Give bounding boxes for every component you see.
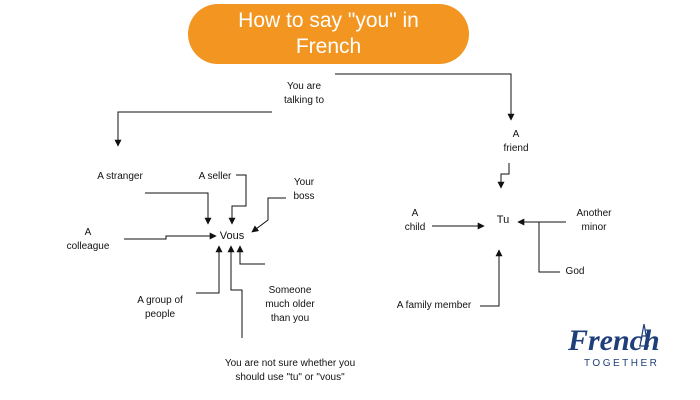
arrow-god-to-tu [538, 222, 560, 273]
group-line-2: people [144, 309, 176, 320]
boss-line-1: Your [293, 177, 315, 188]
tu-hub: Tu [496, 214, 510, 226]
child-line-2: child [404, 222, 426, 233]
arrow-stranger-to-vous [145, 192, 212, 225]
minor-line-1: Another [576, 208, 612, 219]
title-line-2: French [295, 35, 362, 58]
node-stranger: A stranger [97, 171, 143, 182]
title-banner: How to say "you" in French [188, 4, 469, 64]
arrow-older-to-vous [236, 245, 265, 265]
arrow-friend-to-tu [497, 163, 510, 189]
boss-line-2: boss [293, 191, 315, 202]
node-boss: Your boss [284, 176, 324, 204]
child-line-1: A [411, 208, 419, 219]
root-line-1: You are [286, 81, 322, 92]
eiffel-tower-icon [639, 323, 649, 347]
arrow-colleague-to-vous [124, 232, 217, 240]
arrow-group-to-vous [196, 245, 223, 294]
unsure-line-2: should use "tu" or "vous" [235, 372, 345, 383]
friend-line-1: A [512, 129, 520, 140]
vous-hub: Vous [219, 230, 245, 242]
older-line-2: much older [265, 299, 315, 310]
node-friend: A friend [496, 128, 536, 156]
arrow-root-to-vous-branch [114, 111, 272, 147]
logo-tagline: TOGETHER [584, 358, 659, 369]
arrow-root-to-friend [335, 73, 515, 121]
minor-line-2: minor [581, 222, 607, 233]
arrow-seller-to-vous [228, 174, 247, 225]
root-node: You are talking to [272, 80, 336, 108]
colleague-line-1: A [84, 227, 92, 238]
older-line-1: Someone [268, 285, 312, 296]
node-unsure: You are not sure whether you should use … [210, 357, 370, 385]
node-colleague: A colleague [56, 226, 120, 254]
title-line-1: How to say "you" in [238, 9, 419, 32]
node-seller: A seller [198, 171, 232, 182]
node-god: God [565, 266, 585, 277]
french-together-logo: French TOGETHER [567, 323, 660, 369]
root-line-2: talking to [283, 95, 325, 106]
friend-line-2: friend [503, 143, 529, 154]
node-group: A group of people [128, 294, 192, 322]
node-older: Someone much older than you [260, 284, 320, 326]
node-child: A child [398, 207, 432, 235]
group-line-1: A group of [137, 295, 183, 306]
node-minor: Another minor [566, 207, 622, 235]
node-family: A family member [396, 300, 472, 311]
arrow-boss-to-vous [251, 197, 286, 233]
arrow-unsure-to-vous [227, 245, 243, 338]
arrow-family-to-tu [480, 249, 503, 307]
logo-wordmark: French [567, 324, 660, 357]
unsure-line-1: You are not sure whether you [224, 358, 356, 369]
colleague-line-2: colleague [66, 241, 110, 252]
older-line-3: than you [270, 313, 310, 324]
